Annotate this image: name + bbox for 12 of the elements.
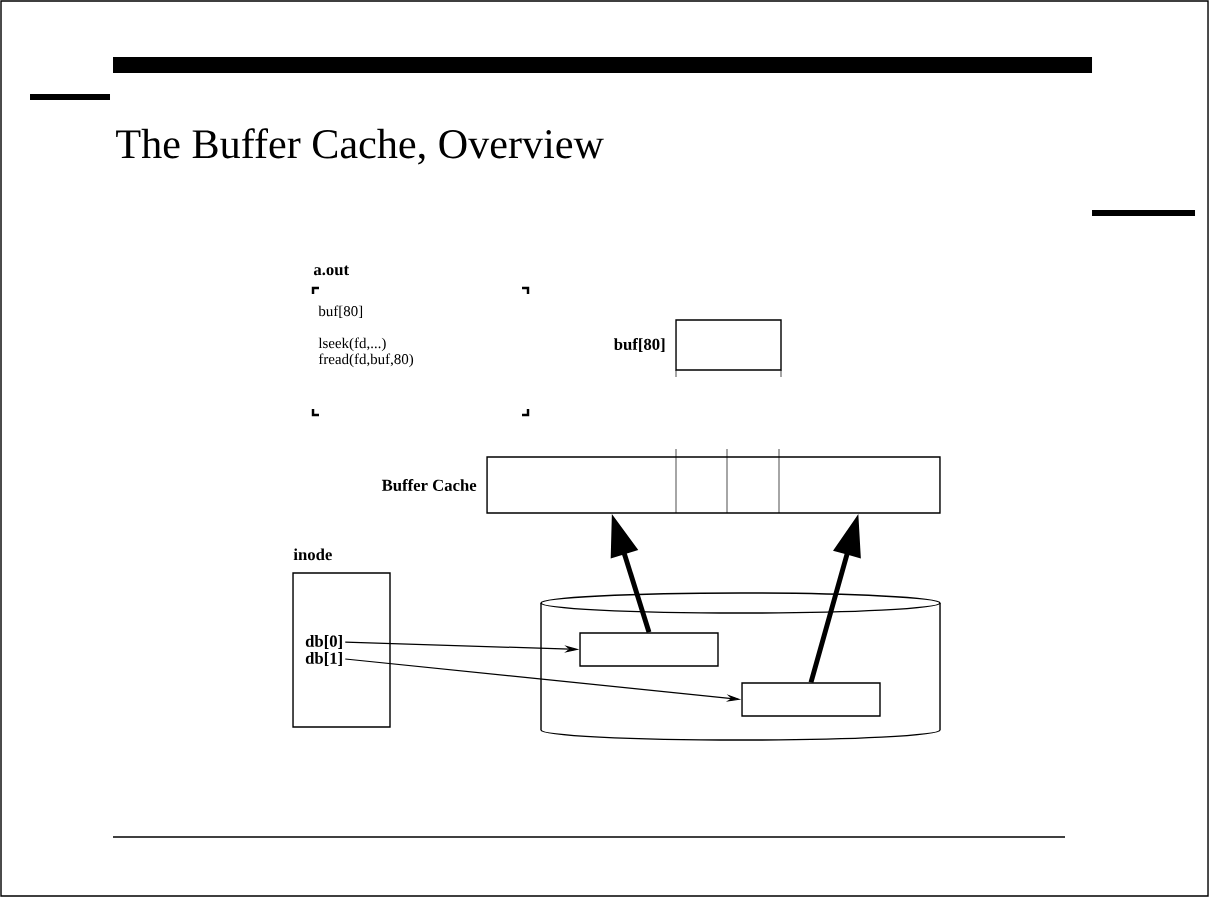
field-label: db[0] — [305, 635, 342, 649]
buffer-box: buf[80] — [613, 319, 782, 378]
program-box: a.out buf[80] lseek(fd,...) fread(fd,buf,80) — [311, 265, 530, 417]
buffer-box — [741, 682, 881, 717]
node-label: inode — [293, 548, 332, 561]
buffer-box: Buffer Cache — [381, 448, 941, 514]
node-label: buf[80] — [613, 338, 665, 352]
field-label: db[1] — [305, 652, 342, 666]
title: The Buffer Cache, Overview — [116, 128, 604, 165]
disk-cylinder — [540, 592, 941, 741]
buffer-box — [579, 632, 719, 667]
node-label: Buffer Cache — [381, 479, 477, 491]
